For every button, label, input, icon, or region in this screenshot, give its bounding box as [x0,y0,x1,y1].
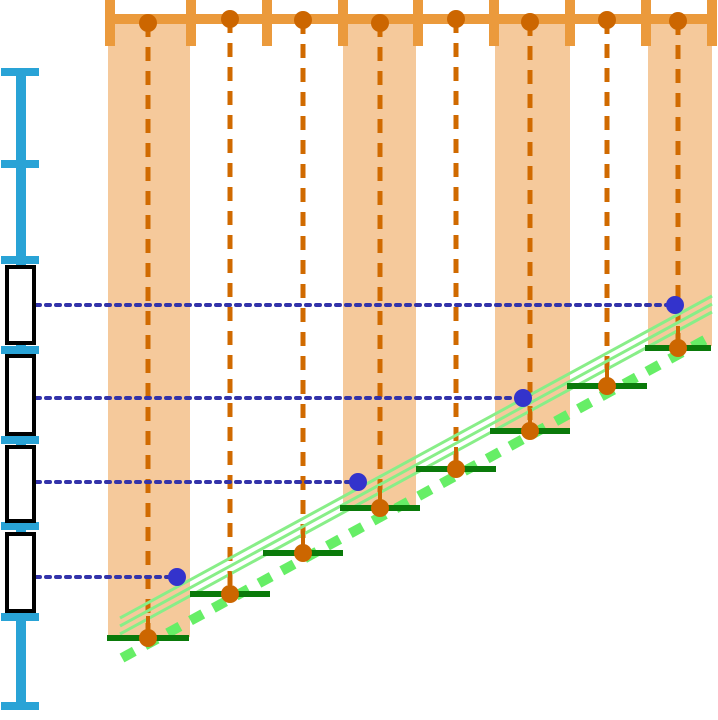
bottom-joint-3 [294,544,312,562]
blue-markers [168,296,684,586]
bottom-joint-7 [598,377,616,395]
top-joint-8 [669,12,687,30]
left-box-4 [5,532,36,613]
orange-joints [139,10,687,647]
diagonal-line-middle [119,302,713,628]
top-joint-6 [521,13,539,31]
bottom-joint-6 [521,422,539,440]
blue-marker-1 [666,296,684,314]
top-joint-4 [371,14,389,32]
bottom-joint-4 [371,499,389,517]
blue-marker-3 [349,473,367,491]
top-joint-5 [447,10,465,28]
vertical-dashed-lines [145,19,681,638]
bottom-joint-8 [669,339,687,357]
column-bands [108,18,712,637]
top-joint-7 [598,11,616,29]
diagonal-dotted-band [119,331,715,663]
top-joint-2 [221,10,239,28]
diagonal-line-lower [119,310,713,636]
diagonal-bands [119,294,715,663]
blue-marker-2 [514,389,532,407]
column-band-1 [108,18,190,637]
blue-marker-4 [168,568,186,586]
left-ruler [1,68,39,710]
left-box-2 [5,354,36,436]
left-box-1 [5,265,36,345]
bottom-joint-1 [139,629,157,647]
left-box-3 [5,445,36,523]
bottom-joint-5 [447,460,465,478]
diagonal-line-upper [119,294,713,620]
top-joint-1 [139,14,157,32]
top-joint-3 [294,11,312,29]
horizontal-dotted-lines [34,303,677,579]
bottom-joint-2 [221,585,239,603]
